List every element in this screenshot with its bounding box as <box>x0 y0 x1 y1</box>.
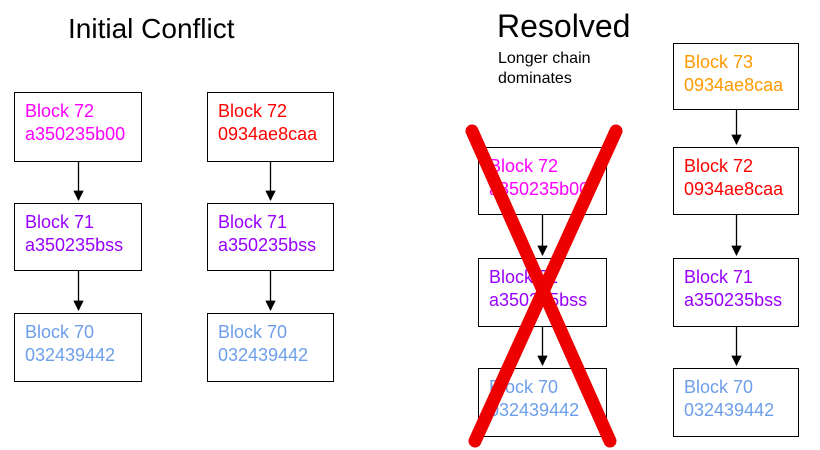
block-label: Block 71 <box>25 212 95 232</box>
block-rejected-70: Block 70 032439442 <box>478 368 607 437</box>
block-label: Block 72 <box>489 156 559 176</box>
subtitle-line-1: Longer chain <box>498 50 591 67</box>
block-label: Block 72 <box>218 101 288 121</box>
block-hash: a350235b00 <box>489 179 590 199</box>
block-fork-b-72: Block 72 0934ae8caa <box>207 92 334 162</box>
block-hash: a350235bss <box>218 235 317 255</box>
block-hash: 032439442 <box>684 400 775 420</box>
block-hash: 0934ae8caa <box>684 179 784 199</box>
block-fork-a-71: Block 71 a350235bss <box>14 203 142 271</box>
block-winning-71: Block 71 a350235bss <box>673 258 799 327</box>
block-label: Block 70 <box>489 377 559 397</box>
block-rejected-71: Block 71 a350235bss <box>478 258 607 327</box>
block-fork-a-70: Block 70 032439442 <box>14 313 142 382</box>
block-fork-b-70: Block 70 032439442 <box>207 313 334 382</box>
block-hash: a350235bss <box>25 235 124 255</box>
block-winning-73: Block 73 0934ae8caa <box>673 43 799 110</box>
resolved-subtitle: Longer chain dominates <box>498 49 591 89</box>
block-hash: 032439442 <box>489 400 580 420</box>
block-label: Block 71 <box>489 267 559 287</box>
block-fork-b-71: Block 71 a350235bss <box>207 203 334 271</box>
block-hash: a350235b00 <box>25 124 126 144</box>
block-label: Block 70 <box>25 322 95 342</box>
block-rejected-72: Block 72 a350235b00 <box>478 147 607 215</box>
block-label: Block 71 <box>684 267 754 287</box>
block-label: Block 72 <box>684 156 754 176</box>
block-label: Block 72 <box>25 101 95 121</box>
block-label: Block 70 <box>684 377 754 397</box>
block-winning-72: Block 72 0934ae8caa <box>673 147 799 215</box>
block-label: Block 71 <box>218 212 288 232</box>
block-winning-70: Block 70 032439442 <box>673 368 799 437</box>
block-hash: 0934ae8caa <box>218 124 318 144</box>
block-label: Block 70 <box>218 322 288 342</box>
resolved-title: Resolved <box>497 8 631 44</box>
block-label: Block 73 <box>684 52 754 72</box>
block-hash: 032439442 <box>218 345 309 365</box>
block-hash: 032439442 <box>25 345 116 365</box>
block-fork-a-72: Block 72 a350235b00 <box>14 92 142 162</box>
initial-conflict-title: Initial Conflict <box>68 13 235 44</box>
block-hash: a350235bss <box>489 290 588 310</box>
block-hash: 0934ae8caa <box>684 75 784 95</box>
block-hash: a350235bss <box>684 290 783 310</box>
subtitle-line-2: dominates <box>498 70 572 87</box>
